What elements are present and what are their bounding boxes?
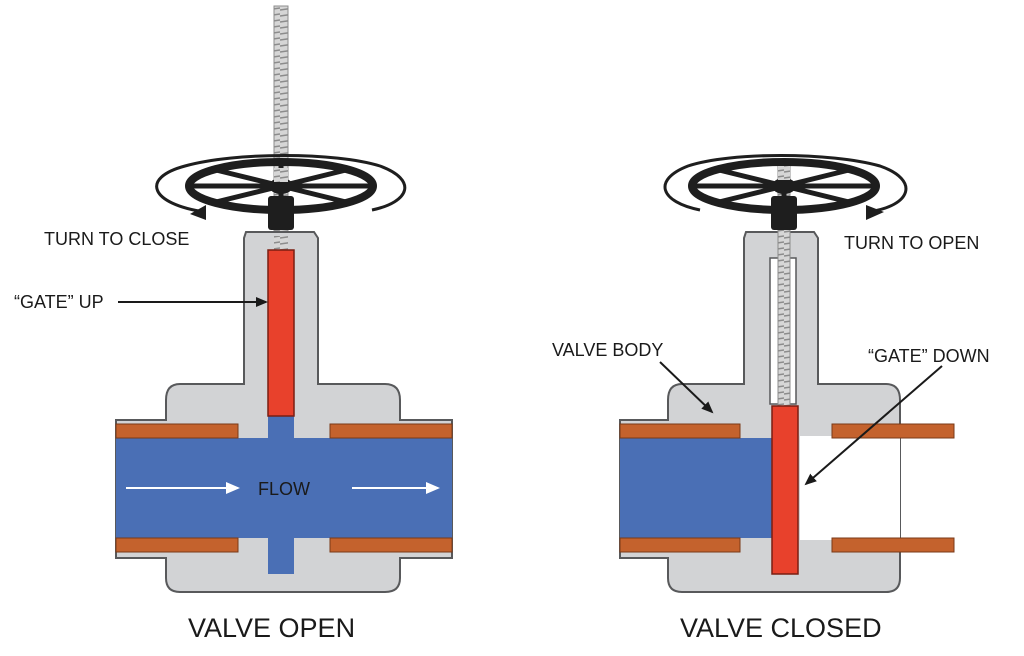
leader-arrow-icon: [804, 365, 943, 486]
gate-up-label: “GATE” UP: [14, 292, 104, 312]
pipe-wall: [115, 537, 239, 553]
rotation-arrow-icon: [155, 154, 407, 214]
gate-up: [267, 249, 295, 417]
gate-down: [771, 405, 799, 575]
downstream-empty: [800, 436, 900, 540]
pipe-wall: [619, 537, 741, 553]
valve-body-label: VALVE BODY: [552, 340, 663, 360]
gate-down-label: “GATE” DOWN: [868, 346, 990, 366]
rotation-arrow-icon: [866, 205, 884, 220]
hub-nut: [771, 196, 797, 230]
pipe-wall: [329, 537, 453, 553]
turn-to-close-label: TURN TO CLOSE: [44, 229, 189, 249]
flow-label: FLOW: [258, 479, 310, 499]
stem-hub: [274, 168, 288, 182]
open-valve: TURN TO CLOSE “GATE” UP FLOW VALVE OPEN: [14, 5, 453, 643]
pipe-wall: [329, 423, 453, 439]
turn-to-open-label: TURN TO OPEN: [844, 233, 979, 253]
water-pocket: [268, 536, 294, 574]
rotation-arrow-icon: [663, 154, 908, 214]
closed-valve: TURN TO OPEN VALVE BODY “GATE” DOWN VALV…: [552, 154, 990, 643]
stem-hub: [778, 166, 790, 180]
handwheel-icon: [688, 158, 880, 214]
valve-closed-caption: VALVE CLOSED: [680, 613, 882, 643]
pipe-wall: [831, 537, 955, 553]
leader-arrow-icon: [659, 361, 714, 414]
rotation-arrow-icon: [190, 205, 206, 220]
hub-nut: [268, 196, 294, 230]
pipe-wall: [115, 423, 239, 439]
pipe-wall: [831, 423, 955, 439]
valve-open-caption: VALVE OPEN: [188, 613, 355, 643]
water-upstream: [620, 438, 772, 538]
pipe-wall: [619, 423, 741, 439]
